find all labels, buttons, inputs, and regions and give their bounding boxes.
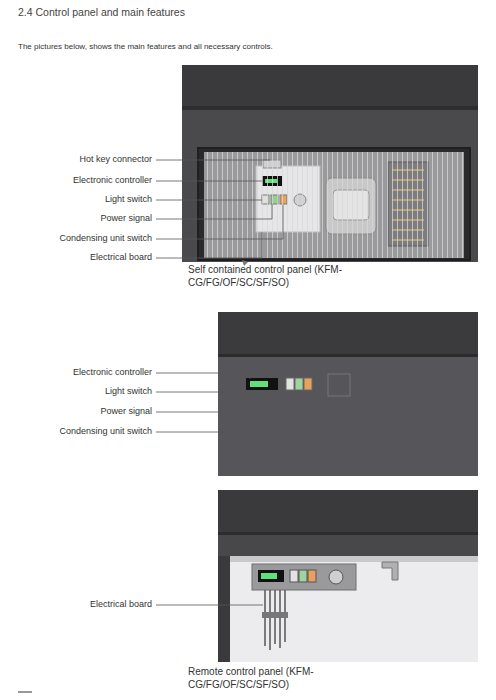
leader-lines: [156, 160, 308, 605]
figure-caption: Self contained control panel (KFM-CG/FG/…: [188, 264, 363, 289]
page-mark: [18, 692, 32, 693]
callout-label: Electrical board: [10, 599, 152, 610]
remote-cabinet-front: [218, 312, 478, 476]
callout-label: Power signal: [10, 406, 152, 417]
callout-label: Electrical board: [10, 252, 152, 263]
callout-label: Hot key connector: [10, 154, 152, 165]
remote-cabinet-open: [218, 490, 478, 662]
intro-text: The pictures below, shows the main featu…: [18, 42, 488, 52]
callout-label: Condensing unit switch: [10, 426, 152, 437]
callout-label: Power signal: [10, 213, 152, 224]
section-heading: 2.4 Control panel and main features: [18, 6, 185, 19]
figure-caption: Remote control panel (KFM-CG/FG/OF/SC/SF…: [188, 666, 363, 691]
callout-label: Light switch: [10, 386, 152, 397]
callout-label: Electronic controller: [10, 367, 152, 378]
callout-label: Light switch: [10, 194, 152, 205]
self-contained-cabinet: [182, 65, 478, 266]
callout-label: Electronic controller: [10, 175, 152, 186]
callout-label: Condensing unit switch: [10, 233, 152, 244]
